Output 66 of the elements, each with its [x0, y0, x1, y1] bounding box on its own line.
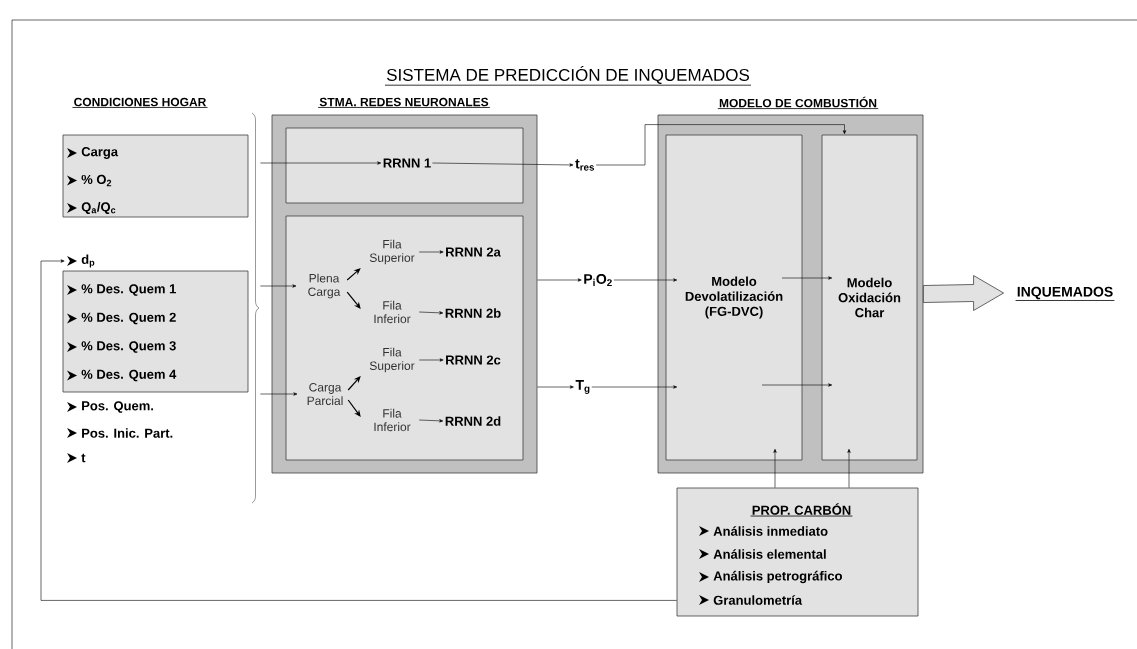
- list-item: Análisis inmediato: [699, 526, 828, 536]
- output-label: INQUEMADOS: [1015, 286, 1115, 301]
- arrow: [595, 124, 847, 166]
- arrow: [418, 358, 444, 362]
- model-box: Modelo Oxidación Char: [821, 134, 918, 461]
- arrow: [773, 448, 777, 488]
- list-item: Granulometría: [699, 595, 803, 605]
- variable-label: t$_{res}$: [575, 159, 595, 171]
- list-item: Carga: [67, 147, 119, 159]
- section-heading: MODELO DE COMBUSTIÓN: [717, 96, 879, 109]
- list-item: % Des. Quem 4: [67, 369, 177, 382]
- arrow: [346, 268, 361, 281]
- network-label: RRNN 2d: [445, 416, 501, 426]
- list-item: Pos. Quem.: [67, 401, 154, 413]
- group-box: [285, 127, 524, 204]
- network-label: RRNN 2c: [446, 355, 501, 365]
- arrow: [40, 259, 677, 601]
- branch-label: Carga Parcial: [307, 383, 343, 405]
- arrow: [418, 311, 444, 315]
- list-item: % Des. Quem 3: [67, 341, 176, 353]
- list-item: Análisis petrográfico: [699, 570, 842, 584]
- list-item: Pos. Inic. Part.: [67, 428, 173, 438]
- section-heading: CONDICIONES HOGAR: [72, 97, 208, 108]
- title: SISTEMA DE PREDICCIÓN DE INQUEMADOS: [384, 66, 752, 86]
- arrow: [260, 161, 382, 165]
- block-arrow: [923, 275, 1004, 311]
- arrow: [347, 399, 361, 417]
- group-box: [285, 215, 524, 461]
- arrow: [613, 278, 678, 282]
- list-item: % Des. Quem 1: [67, 284, 176, 296]
- branch-label: Fila Inferior: [374, 300, 411, 324]
- section-heading: STMA. REDES NEURONALES: [317, 97, 491, 108]
- network-label: RRNN 2b: [445, 308, 501, 318]
- arrow: [591, 385, 678, 389]
- list-item: % O$_{2}$: [67, 174, 112, 187]
- list-item: d$_{p}$: [67, 254, 95, 268]
- branch-label: Fila Inferior: [374, 408, 411, 432]
- arrow: [347, 376, 361, 391]
- branch-label: Plena Carga: [308, 273, 341, 299]
- branch-label: Fila Superior: [369, 239, 415, 265]
- arrow: [418, 250, 444, 254]
- network-label: RRNN 2a: [446, 247, 501, 257]
- arrow: [260, 392, 298, 396]
- group-box: [676, 487, 919, 617]
- arrow: [761, 383, 833, 387]
- network-label: RRNN 1: [383, 158, 431, 168]
- node-label: d$_{p}$: [81, 254, 95, 268]
- list-item: Análisis elemental: [699, 549, 826, 559]
- list-item: Q$_{a}$/Q$_{c}$: [67, 202, 116, 214]
- arrow: [260, 284, 297, 288]
- arrow: [537, 278, 582, 282]
- section-heading: PROP. CARBÓN: [750, 503, 853, 517]
- arrow: [537, 385, 574, 389]
- arrow: [432, 162, 574, 167]
- arrow: [346, 291, 361, 309]
- variable-label: P$_{i}$O$_{2}$: [584, 274, 612, 286]
- arrow: [847, 448, 851, 488]
- group-box: [62, 134, 249, 218]
- list-item: % Des. Quem 2: [67, 312, 176, 325]
- arrow: [418, 419, 444, 423]
- model-box: Modelo Devolatilización (FG-DVC): [665, 134, 803, 461]
- list-item: t: [67, 453, 86, 463]
- group-box: [62, 270, 249, 393]
- variable-label: T$_{g}$: [575, 380, 590, 394]
- arrow: [781, 276, 833, 280]
- branch-label: Fila Superior: [369, 347, 415, 373]
